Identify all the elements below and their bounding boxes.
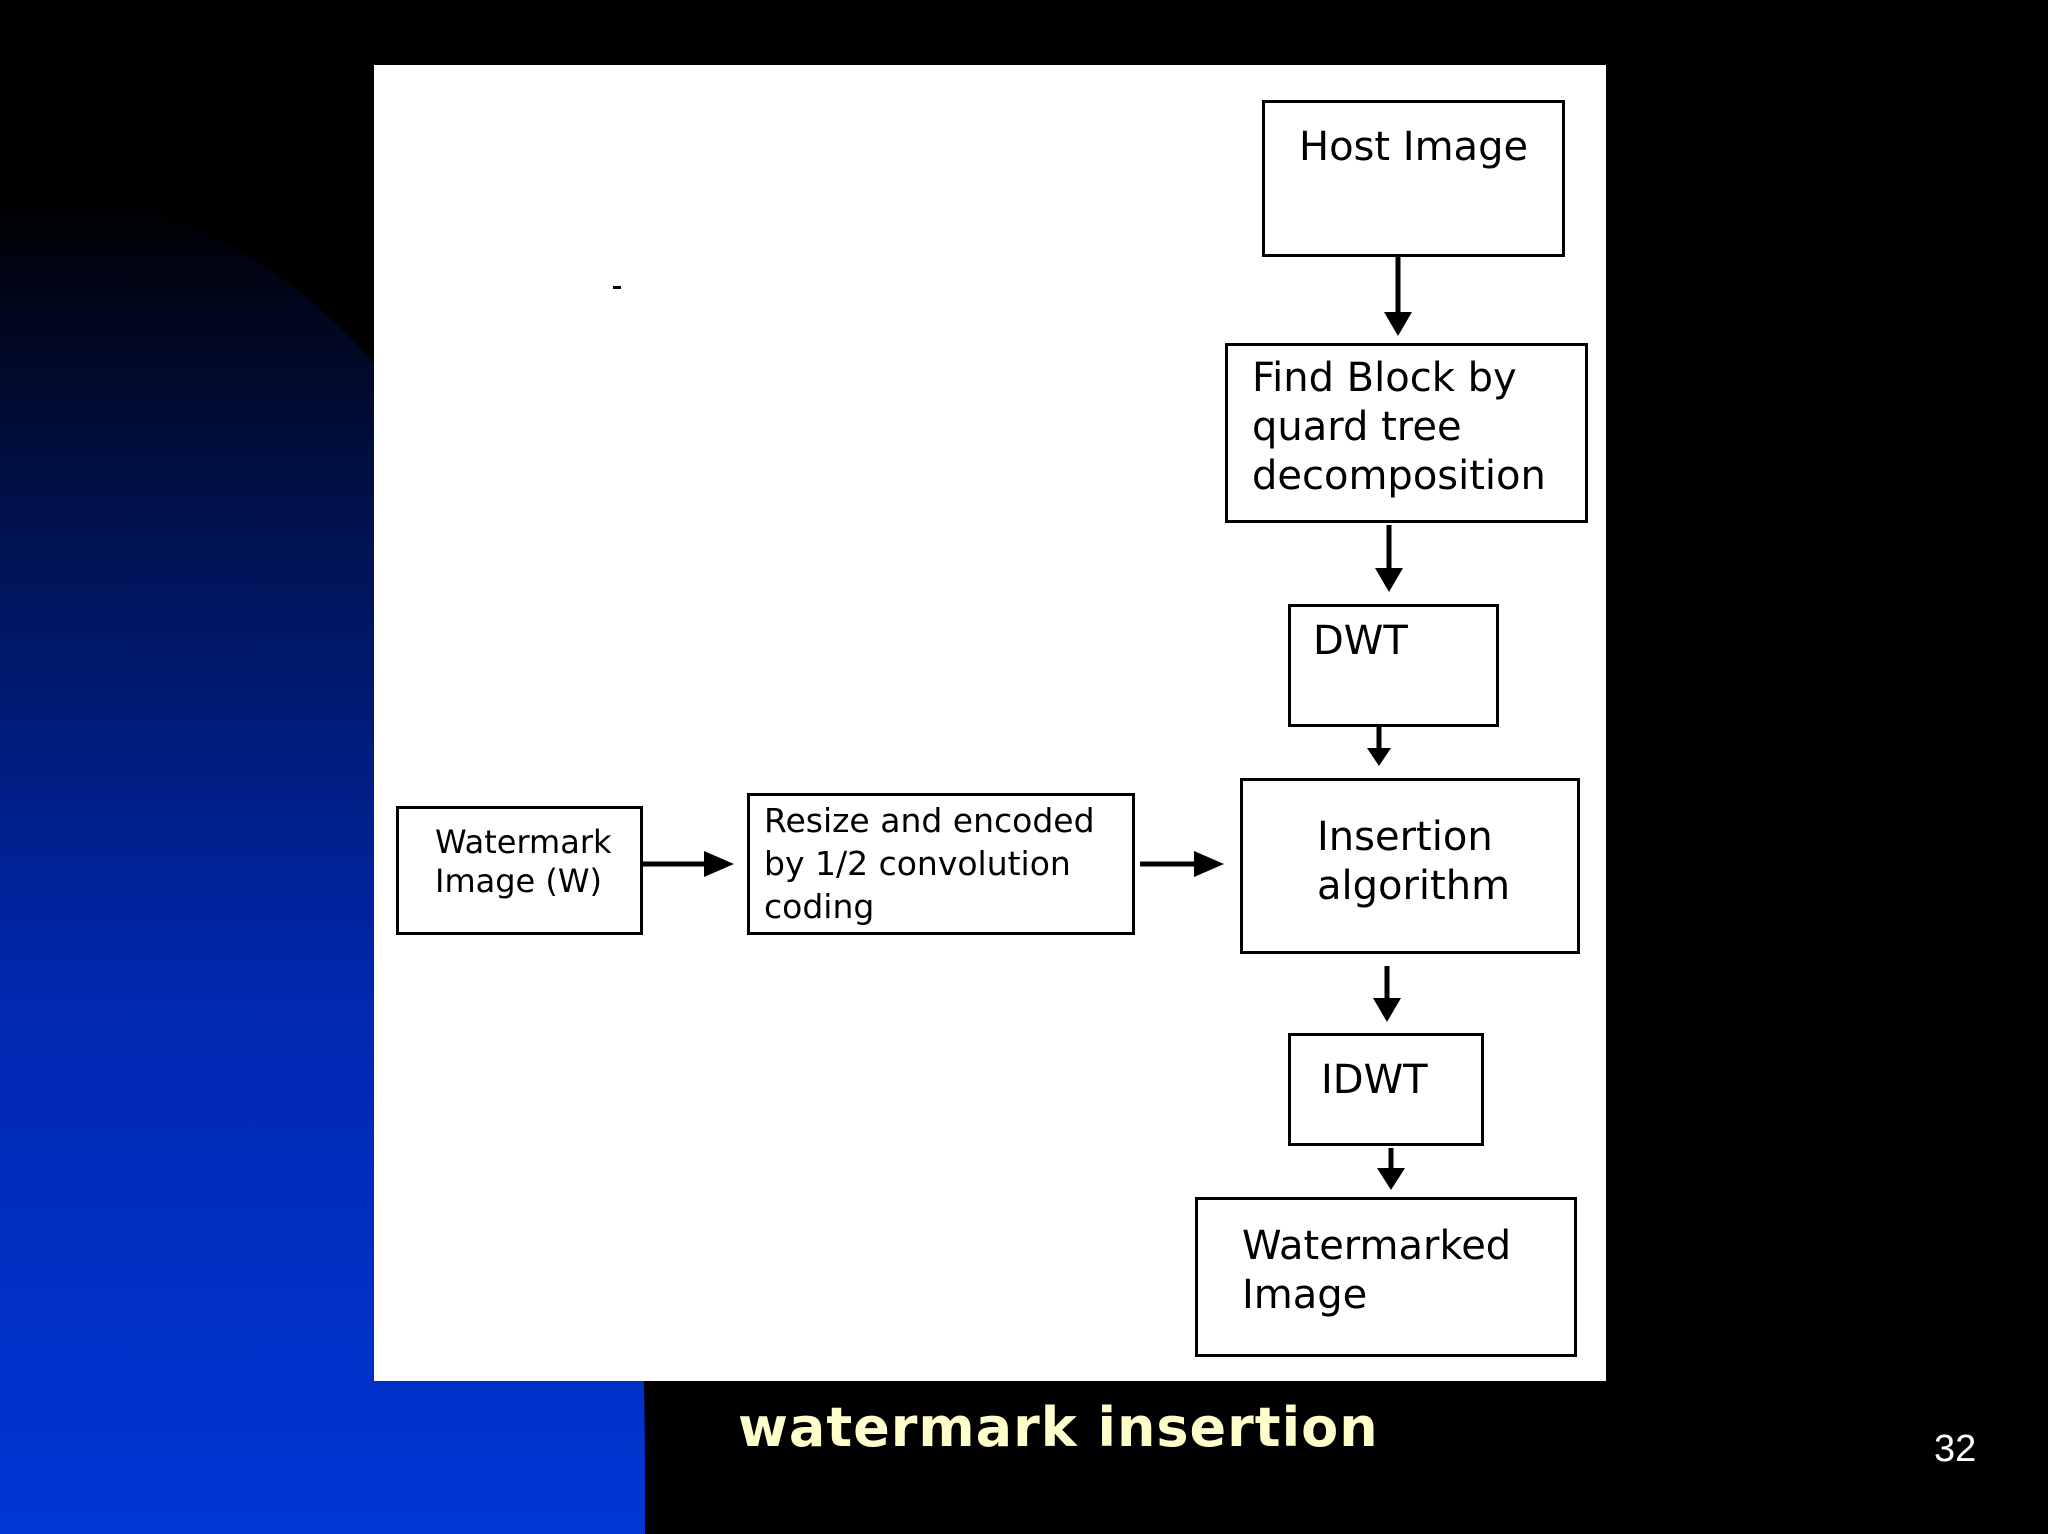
slide-caption: watermark insertion (738, 1396, 1379, 1459)
watermark-image-box: Watermark Image (W) (396, 806, 643, 935)
find-block-label: Find Block by quard tree decomposition (1252, 355, 1546, 499)
arrow-host-to-find-block (1384, 257, 1412, 336)
idwt-label: IDWT (1321, 1057, 1428, 1103)
page-number: 32 (1934, 1428, 1977, 1470)
dwt-box: DWT (1288, 604, 1499, 727)
host-image-box: Host Image (1262, 100, 1565, 257)
insertion-algorithm-box: Insertion algorithm (1240, 778, 1580, 954)
idwt-box: IDWT (1288, 1033, 1484, 1146)
insertion-algorithm-label: Insertion algorithm (1317, 814, 1511, 909)
host-image-label: Host Image (1299, 124, 1529, 170)
find-block-box: Find Block by quard tree decomposition (1225, 343, 1588, 523)
arrow-insertion-to-idwt (1373, 966, 1401, 1022)
arrow-watermark-to-resize (643, 851, 734, 877)
stray-mark (613, 286, 621, 289)
watermark-image-label: Watermark Image (W) (435, 823, 612, 901)
arrow-find-block-to-dwt (1375, 525, 1403, 592)
watermarked-image-label: Watermarked Image (1242, 1223, 1512, 1318)
dwt-label: DWT (1313, 618, 1408, 664)
resize-encode-box: Resize and encoded by 1/2 convolution co… (747, 793, 1135, 935)
arrow-idwt-to-watermarked (1377, 1148, 1405, 1190)
arrow-dwt-to-insertion (1367, 727, 1391, 766)
watermarked-image-box: Watermarked Image (1195, 1197, 1577, 1357)
resize-encode-label: Resize and encoded by 1/2 convolution co… (764, 801, 1095, 926)
arrow-resize-to-insertion (1140, 851, 1224, 877)
